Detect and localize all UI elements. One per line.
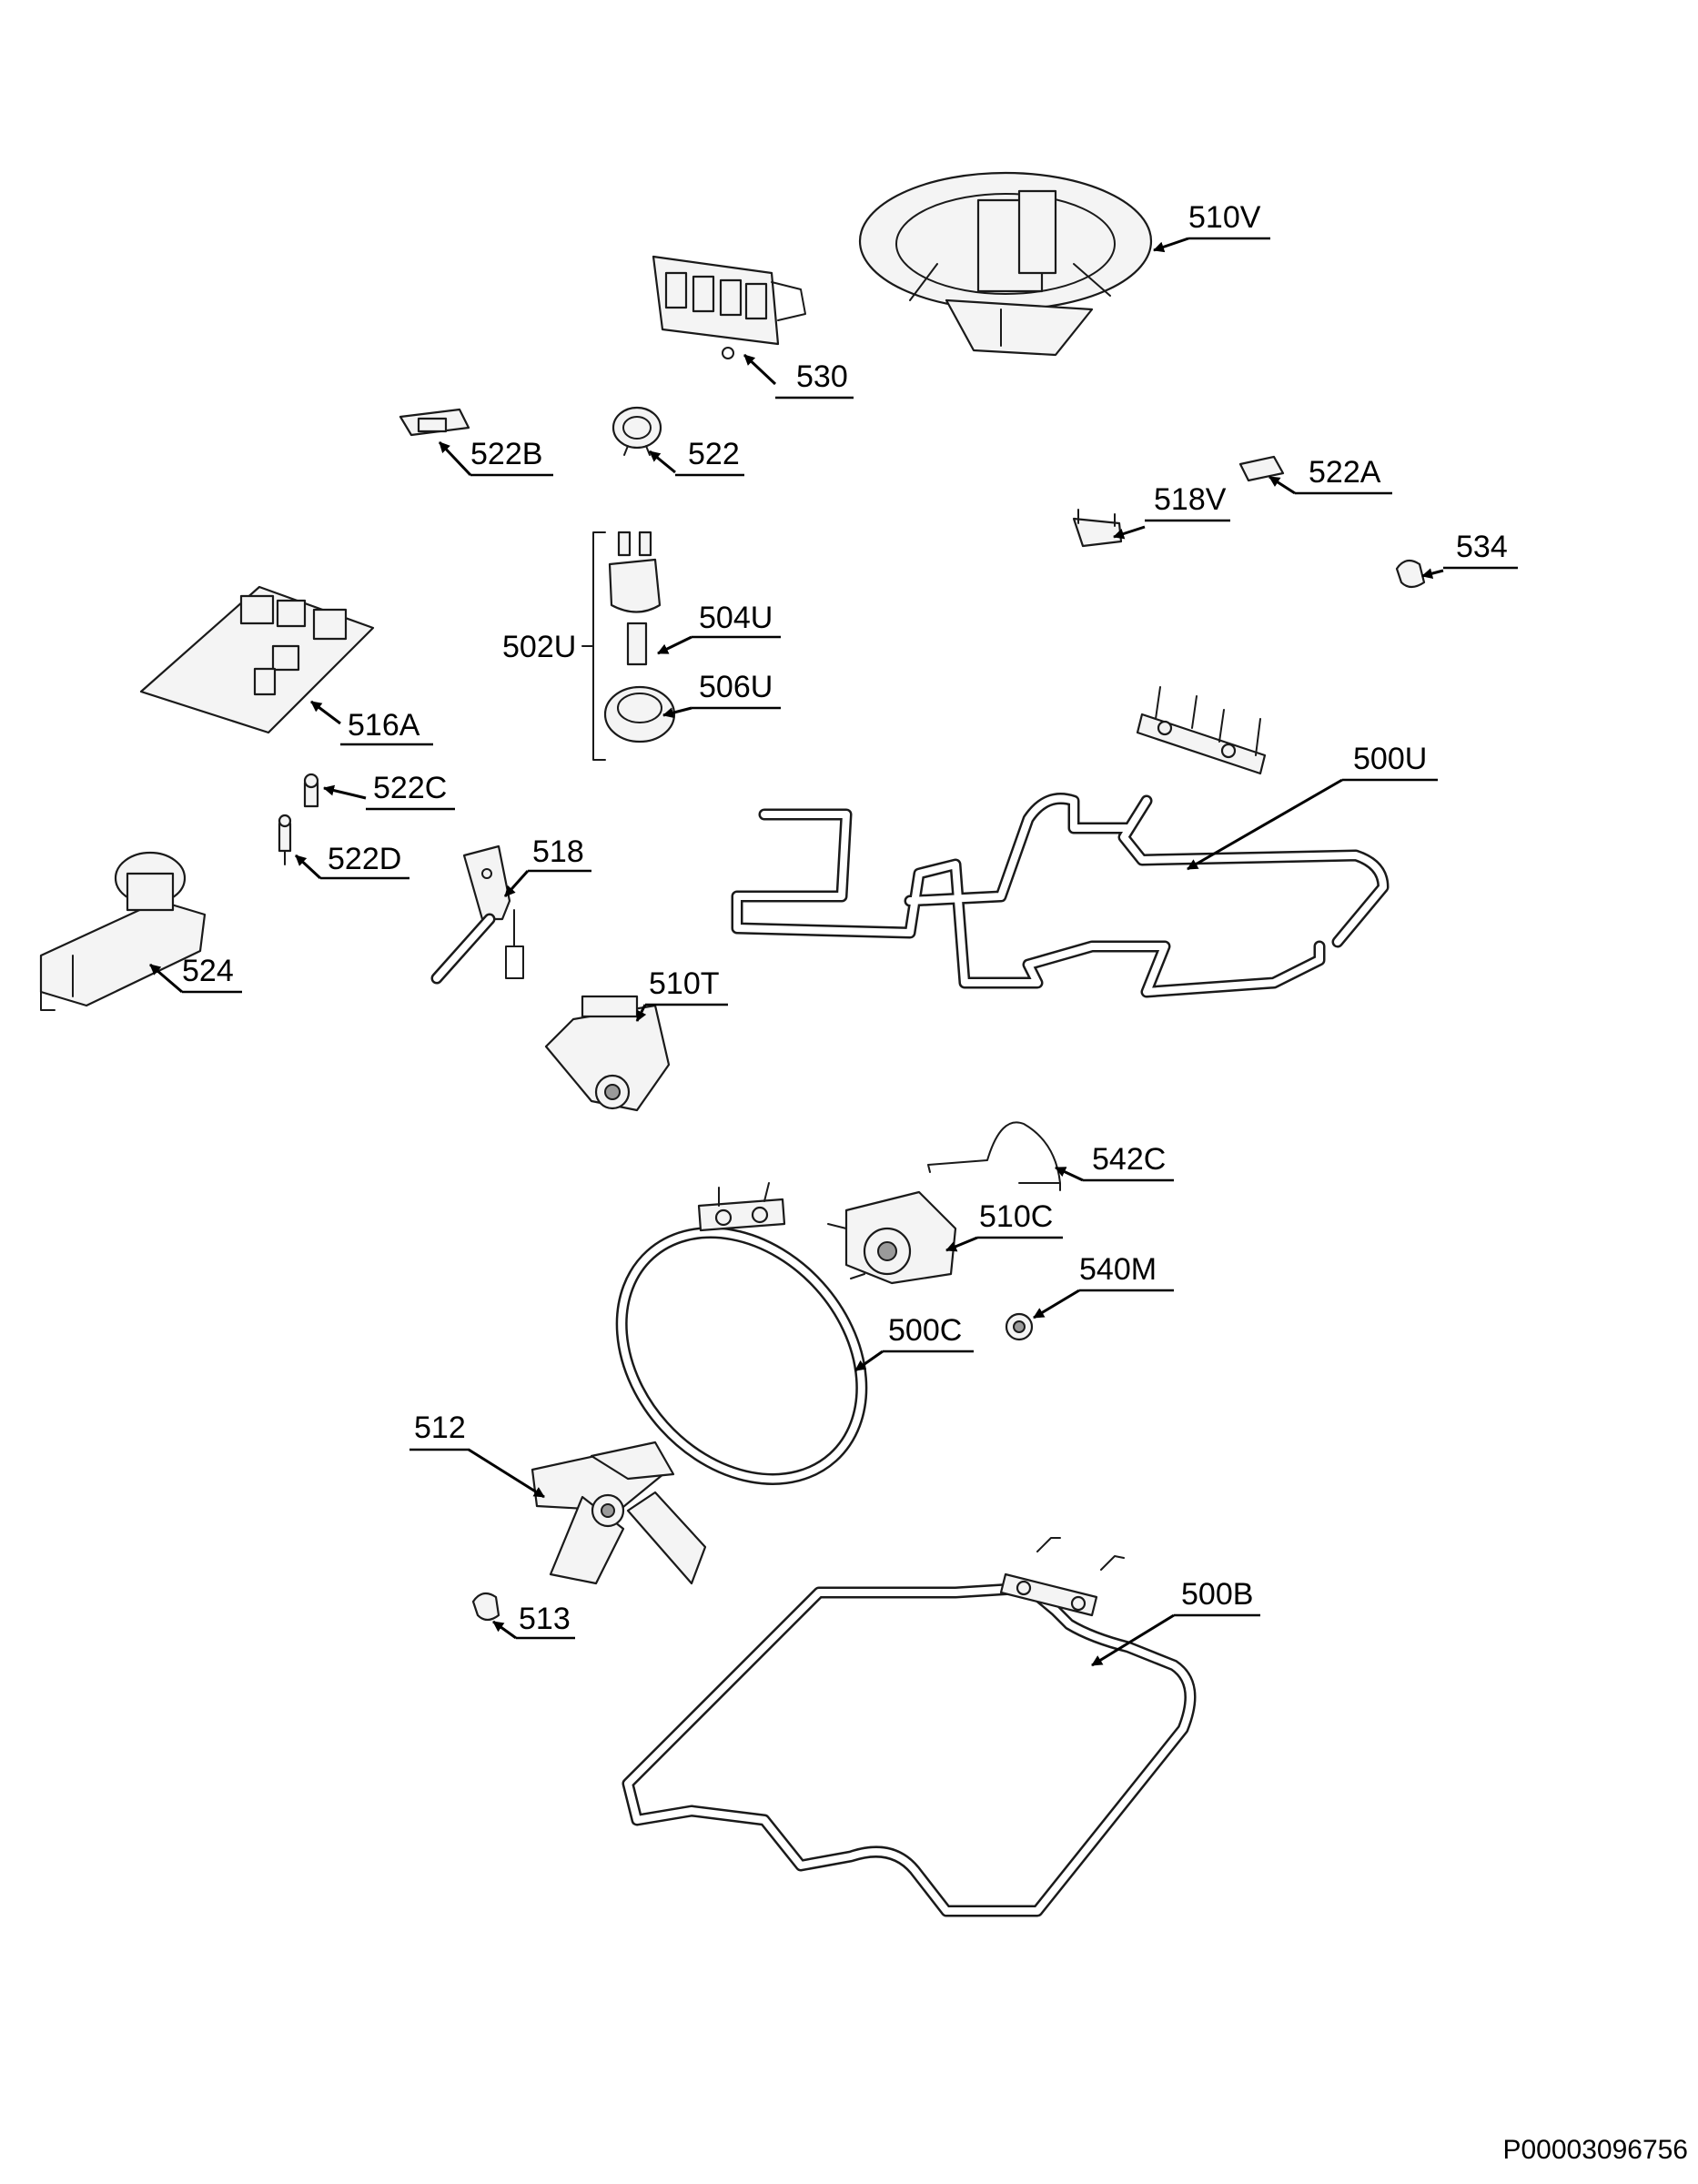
label-513-text: 513 [519, 1602, 571, 1636]
clip-522b [399, 408, 470, 437]
label-502u-text: 502U [502, 630, 576, 664]
label-500b: 500B [1174, 1577, 1260, 1617]
label-500c: 500C [883, 1313, 974, 1353]
label-502u: 502U [502, 630, 576, 664]
heating-element-500c [615, 1182, 868, 1485]
label-540m-text: 540M [1079, 1252, 1157, 1287]
label-524-text: 524 [182, 954, 234, 988]
label-500c-text: 500C [888, 1313, 962, 1348]
probe-518 [430, 844, 524, 985]
turnspit-motor-510t [544, 995, 671, 1112]
bracket-518v [1072, 509, 1123, 548]
label-500u-text: 500U [1353, 742, 1427, 776]
label-510t: 510T [645, 966, 728, 1006]
label-542c-text: 542C [1092, 1142, 1166, 1177]
label-534: 534 [1443, 530, 1518, 570]
label-534-text: 534 [1456, 530, 1508, 564]
knob-group-502u [581, 531, 676, 761]
label-522d-text: 522D [328, 842, 401, 876]
connector-522d [278, 814, 292, 865]
clamp-542c [927, 1121, 1061, 1191]
label-522a: 522A [1295, 455, 1392, 495]
label-504u-text: 504U [699, 601, 773, 635]
connector-522c [303, 773, 319, 808]
label-522-text: 522 [688, 437, 740, 471]
label-504u: 504U [692, 601, 781, 639]
label-522b-text: 522B [470, 437, 542, 471]
nut-540m [1005, 1312, 1034, 1341]
label-522c: 522C [366, 771, 455, 811]
label-522a-text: 522A [1309, 455, 1381, 490]
label-506u: 506U [692, 670, 781, 710]
label-522d: 522D [320, 842, 409, 880]
document-reference: P00003096756 [1502, 2135, 1688, 2165]
label-516a: 516A [340, 708, 433, 746]
label-510c: 510C [977, 1199, 1063, 1239]
cap-513 [471, 1592, 500, 1622]
label-518: 518 [528, 834, 591, 873]
label-522b: 522B [470, 437, 553, 477]
clip-522a [1238, 455, 1285, 482]
label-540m: 540M [1079, 1252, 1174, 1292]
circuit-board-516a [139, 585, 375, 734]
label-510v: 510V [1188, 200, 1270, 240]
label-516a-text: 516A [348, 708, 420, 743]
door-lock-524 [39, 851, 207, 1011]
cap-534 [1395, 559, 1426, 589]
label-506u-text: 506U [699, 670, 773, 704]
label-518v: 518V [1145, 482, 1230, 522]
terminal-block-530 [652, 255, 806, 359]
heating-element-500u [731, 686, 1390, 998]
label-530-text: 530 [796, 359, 848, 394]
label-522: 522 [675, 437, 744, 477]
fan-motor-assembly-510v [858, 171, 1153, 357]
label-512-text: 512 [414, 1410, 466, 1445]
convection-motor-510c [827, 1190, 957, 1285]
fan-blade-512 [531, 1441, 707, 1585]
label-518v-text: 518V [1154, 482, 1227, 517]
label-524: 524 [182, 954, 242, 994]
label-518-text: 518 [532, 834, 584, 869]
label-513: 513 [516, 1602, 575, 1640]
label-500u: 500U [1342, 742, 1438, 782]
label-500b-text: 500B [1181, 1577, 1253, 1612]
label-510v-text: 510V [1188, 200, 1261, 235]
label-542c: 542C [1083, 1142, 1174, 1182]
label-510c-text: 510C [979, 1199, 1053, 1234]
heating-element-500b [622, 1537, 1197, 1917]
label-510t-text: 510T [649, 966, 720, 1001]
label-522c-text: 522C [373, 771, 447, 805]
label-512: 512 [409, 1410, 470, 1451]
label-530: 530 [775, 359, 854, 399]
leader-lines [149, 237, 1444, 1667]
holder-522 [611, 406, 662, 456]
